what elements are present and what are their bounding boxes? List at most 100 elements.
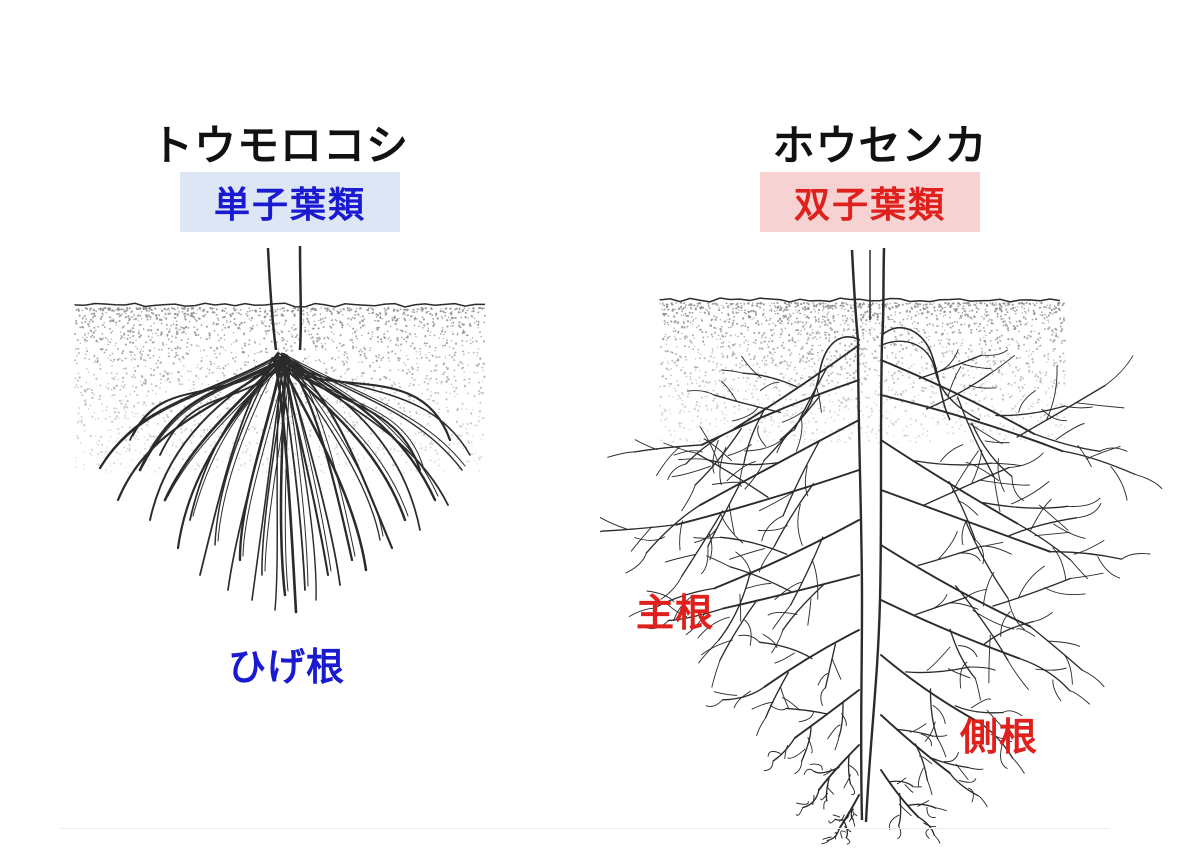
lateral-root (722, 574, 860, 610)
lateral-root (908, 803, 937, 809)
lateral-root (722, 686, 766, 701)
lateral-root (920, 733, 932, 747)
stem-left (266, 247, 278, 351)
lateral-root (652, 587, 715, 609)
lateral-root (758, 490, 796, 512)
lateral-root (667, 463, 687, 481)
lateral-root (969, 666, 996, 671)
lateral-root (937, 531, 958, 560)
lateral-root (769, 704, 787, 711)
lateral-root (1000, 745, 1008, 769)
lateral-root (807, 598, 812, 626)
lateral-root (600, 530, 602, 533)
lateral-root (1075, 402, 1125, 409)
lateral-root (1045, 365, 1058, 421)
lateral-root (772, 604, 792, 630)
lateral-root (667, 607, 724, 622)
lateral-root (984, 440, 1010, 444)
lateral-root (1066, 497, 1101, 507)
lateral-root (694, 428, 742, 486)
lateral-root (821, 840, 829, 845)
lateral-root (966, 588, 988, 598)
lateral-root (727, 444, 752, 456)
lateral-root (961, 519, 967, 546)
lateral-root (990, 462, 1023, 467)
lateral-root (1121, 553, 1151, 560)
lateral-root (897, 825, 902, 840)
lateral-root (681, 510, 724, 577)
lateral-root (957, 552, 981, 562)
stem-left (850, 249, 860, 341)
lateral-root (923, 822, 937, 828)
lateral-root (843, 774, 851, 789)
lateral-root (977, 795, 988, 808)
main-root-edge (856, 339, 864, 821)
lateral-root (765, 671, 789, 719)
lateral-root (967, 767, 984, 770)
lateral-root (793, 689, 860, 739)
lateral-root (782, 440, 820, 517)
lateral-root (954, 705, 1004, 714)
lateral-root (897, 728, 934, 737)
lateral-root (880, 394, 1064, 453)
lateral-root (931, 757, 969, 769)
monocot-plant-name: トウモロコシ (150, 121, 409, 170)
lateral-root (926, 646, 951, 671)
fibrous-root (277, 359, 422, 472)
lateral-root (918, 755, 933, 765)
lateral-root (811, 559, 819, 600)
lateral-root (914, 596, 968, 616)
lateral-root (664, 554, 696, 563)
lateral-root (823, 800, 828, 810)
fibrous-roots (98, 245, 471, 614)
lateral-root (744, 438, 783, 452)
lateral-root (738, 634, 761, 643)
fibrous-root (280, 360, 471, 456)
lateral-root (762, 634, 778, 649)
lateral-root (1033, 433, 1101, 452)
lateral-root (993, 476, 1001, 512)
lateral-root (1075, 502, 1102, 519)
lateral-root (917, 800, 930, 807)
lateral-root (735, 551, 752, 576)
lateral-root (918, 354, 983, 380)
lateral-root (625, 552, 647, 574)
lateral-root (1064, 405, 1093, 409)
lateral-root (880, 654, 981, 724)
lateral-root (1069, 690, 1091, 705)
lateral-root (779, 336, 861, 441)
lateral-root (705, 699, 724, 708)
fibrous-root (199, 353, 278, 576)
lateral-root (773, 483, 815, 548)
lateral-root (784, 745, 789, 760)
lateral-root (743, 407, 767, 464)
lateral-root (982, 502, 1069, 509)
soil-layer-right (659, 297, 1066, 445)
lateral-root (1008, 452, 1044, 469)
lateral-root (1044, 587, 1086, 596)
fibrous-root-edge (132, 361, 280, 437)
lateral-root (739, 593, 742, 622)
lateral-root (990, 355, 1015, 374)
lateral-root (917, 546, 979, 567)
lateral-root (1073, 540, 1105, 555)
lateral-root (1070, 572, 1104, 579)
lateral-root (922, 466, 1010, 507)
lateral-root (929, 688, 939, 740)
soil-layer-left (74, 302, 486, 474)
lateral-root (671, 465, 711, 478)
lateral-root (925, 828, 930, 839)
lateral-root (790, 536, 824, 606)
lateral-root (1061, 450, 1136, 475)
lateral-root (843, 820, 849, 839)
lateral-root (711, 659, 721, 688)
lateral-root (905, 666, 971, 674)
lateral-root (1052, 679, 1062, 702)
lateral-root (634, 536, 665, 541)
lateral-root (898, 803, 912, 817)
lateral-root (698, 639, 720, 664)
lateral-root (711, 481, 745, 485)
lateral-root (917, 767, 924, 787)
lateral-root (802, 789, 820, 809)
main-root-label: 主根 (636, 591, 715, 635)
